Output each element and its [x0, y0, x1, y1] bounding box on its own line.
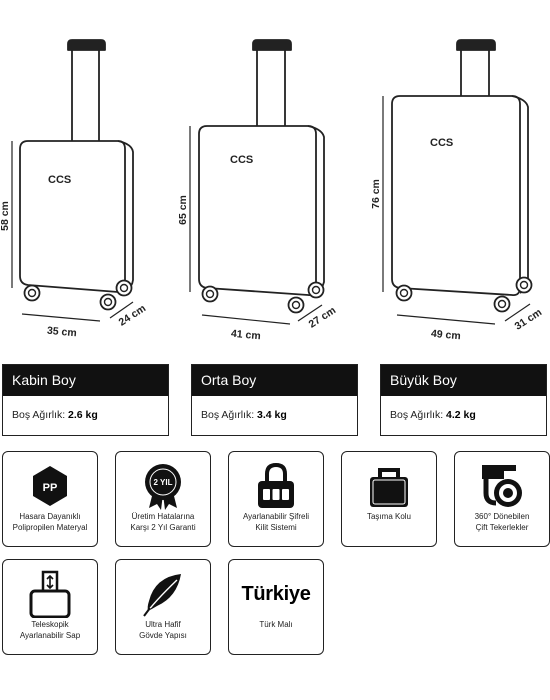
weight-value: 2.6 kg	[68, 409, 98, 421]
svg-text:2 YIL: 2 YIL	[154, 478, 173, 487]
feature-label: Taşıma Kolu	[366, 512, 412, 521]
feature-telescopic-handle: Teleskopik Ayarlanabilir Sap	[2, 559, 98, 655]
brand-logo: CCS	[230, 154, 253, 166]
height-label: 76 cm	[370, 179, 382, 209]
feature-label: Türk Malı	[259, 620, 293, 629]
feature-label: Hasara Dayanıklı Polipropilen Materyal	[12, 512, 88, 532]
feature-warranty: 2 YIL Üretim Hatalarına Karşı 2 Yıl Gara…	[115, 451, 211, 547]
size-weight: Boş Ağırlık: 2.6 kg	[3, 396, 168, 435]
weight-label: Boş Ağırlık:	[201, 409, 255, 421]
depth-label: 27 cm	[307, 304, 339, 330]
feature-ultralight: Ultra Hafif Gövde Yapısı	[115, 559, 211, 655]
brand-logo: CCS	[48, 174, 71, 186]
feature-polypropylene: PP Hasara Dayanıklı Polipropilen Materya…	[2, 451, 98, 547]
size-title: Büyük Boy	[381, 365, 546, 396]
telescopic-handle-icon	[3, 570, 97, 618]
medium-suitcase: CCS	[189, 39, 325, 325]
size-weight: Boş Ağırlık: 3.4 kg	[192, 396, 357, 435]
feature-made-in-turkiye: Türkiye Türk Malı	[228, 559, 324, 655]
height-label: 65 cm	[177, 195, 189, 225]
warranty-seal-icon: 2 YIL	[116, 464, 210, 510]
brand-logo: CCS	[430, 137, 453, 149]
size-card-kabin: Kabin Boy Boş Ağırlık: 2.6 kg	[2, 364, 169, 436]
width-label: 41 cm	[230, 328, 261, 343]
depth-label: 24 cm	[117, 302, 149, 328]
weight-label: Boş Ağırlık:	[390, 409, 444, 421]
feature-label: Üretim Hatalarına Karşı 2 Yıl Garanti	[130, 512, 196, 532]
size-card-orta: Orta Boy Boş Ağırlık: 3.4 kg	[191, 364, 358, 436]
feature-lock: Ayarlanabilir Şifreli Kilit Sistemi	[228, 451, 324, 547]
combination-lock-icon	[229, 462, 323, 508]
weight-label: Boş Ağırlık:	[12, 409, 66, 421]
height-label: 58 cm	[0, 201, 11, 231]
feature-label: Ayarlanabilir Şifreli Kilit Sistemi	[242, 512, 310, 532]
cabin-suitcase: CCS	[11, 39, 134, 322]
feature-spinner-wheels: 360° Dönebilen Çift Tekerlekler	[454, 451, 550, 547]
size-title: Orta Boy	[192, 365, 357, 396]
feature-label: 360° Dönebilen Çift Tekerlekler	[474, 512, 530, 532]
size-weight: Boş Ağırlık: 4.2 kg	[381, 396, 546, 435]
large-suitcase: CCS	[382, 39, 533, 325]
pp-badge-icon: PP	[3, 464, 97, 508]
depth-label: 31 cm	[513, 306, 545, 332]
width-label: 35 cm	[46, 325, 77, 340]
feature-label: Ultra Hafif Gövde Yapısı	[139, 620, 187, 640]
weight-value: 4.2 kg	[446, 409, 476, 421]
size-title: Kabin Boy	[3, 365, 168, 396]
feature-carry-handle: Taşıma Kolu	[341, 451, 437, 547]
svg-text:PP: PP	[43, 482, 58, 494]
spinner-wheel-icon	[455, 464, 549, 508]
size-card-buyuk: Büyük Boy Boş Ağırlık: 4.2 kg	[380, 364, 547, 436]
carry-handle-icon	[342, 464, 436, 508]
width-label: 49 cm	[430, 328, 461, 343]
feature-label: Teleskopik Ayarlanabilir Sap	[19, 620, 81, 640]
turkiye-text: Türkiye	[229, 572, 323, 616]
feather-icon	[116, 572, 210, 617]
turkiye-wordmark: Türkiye	[241, 582, 311, 605]
weight-value: 3.4 kg	[257, 409, 287, 421]
suitcase-dimensions-illustration: CCS CCS	[0, 39, 545, 343]
